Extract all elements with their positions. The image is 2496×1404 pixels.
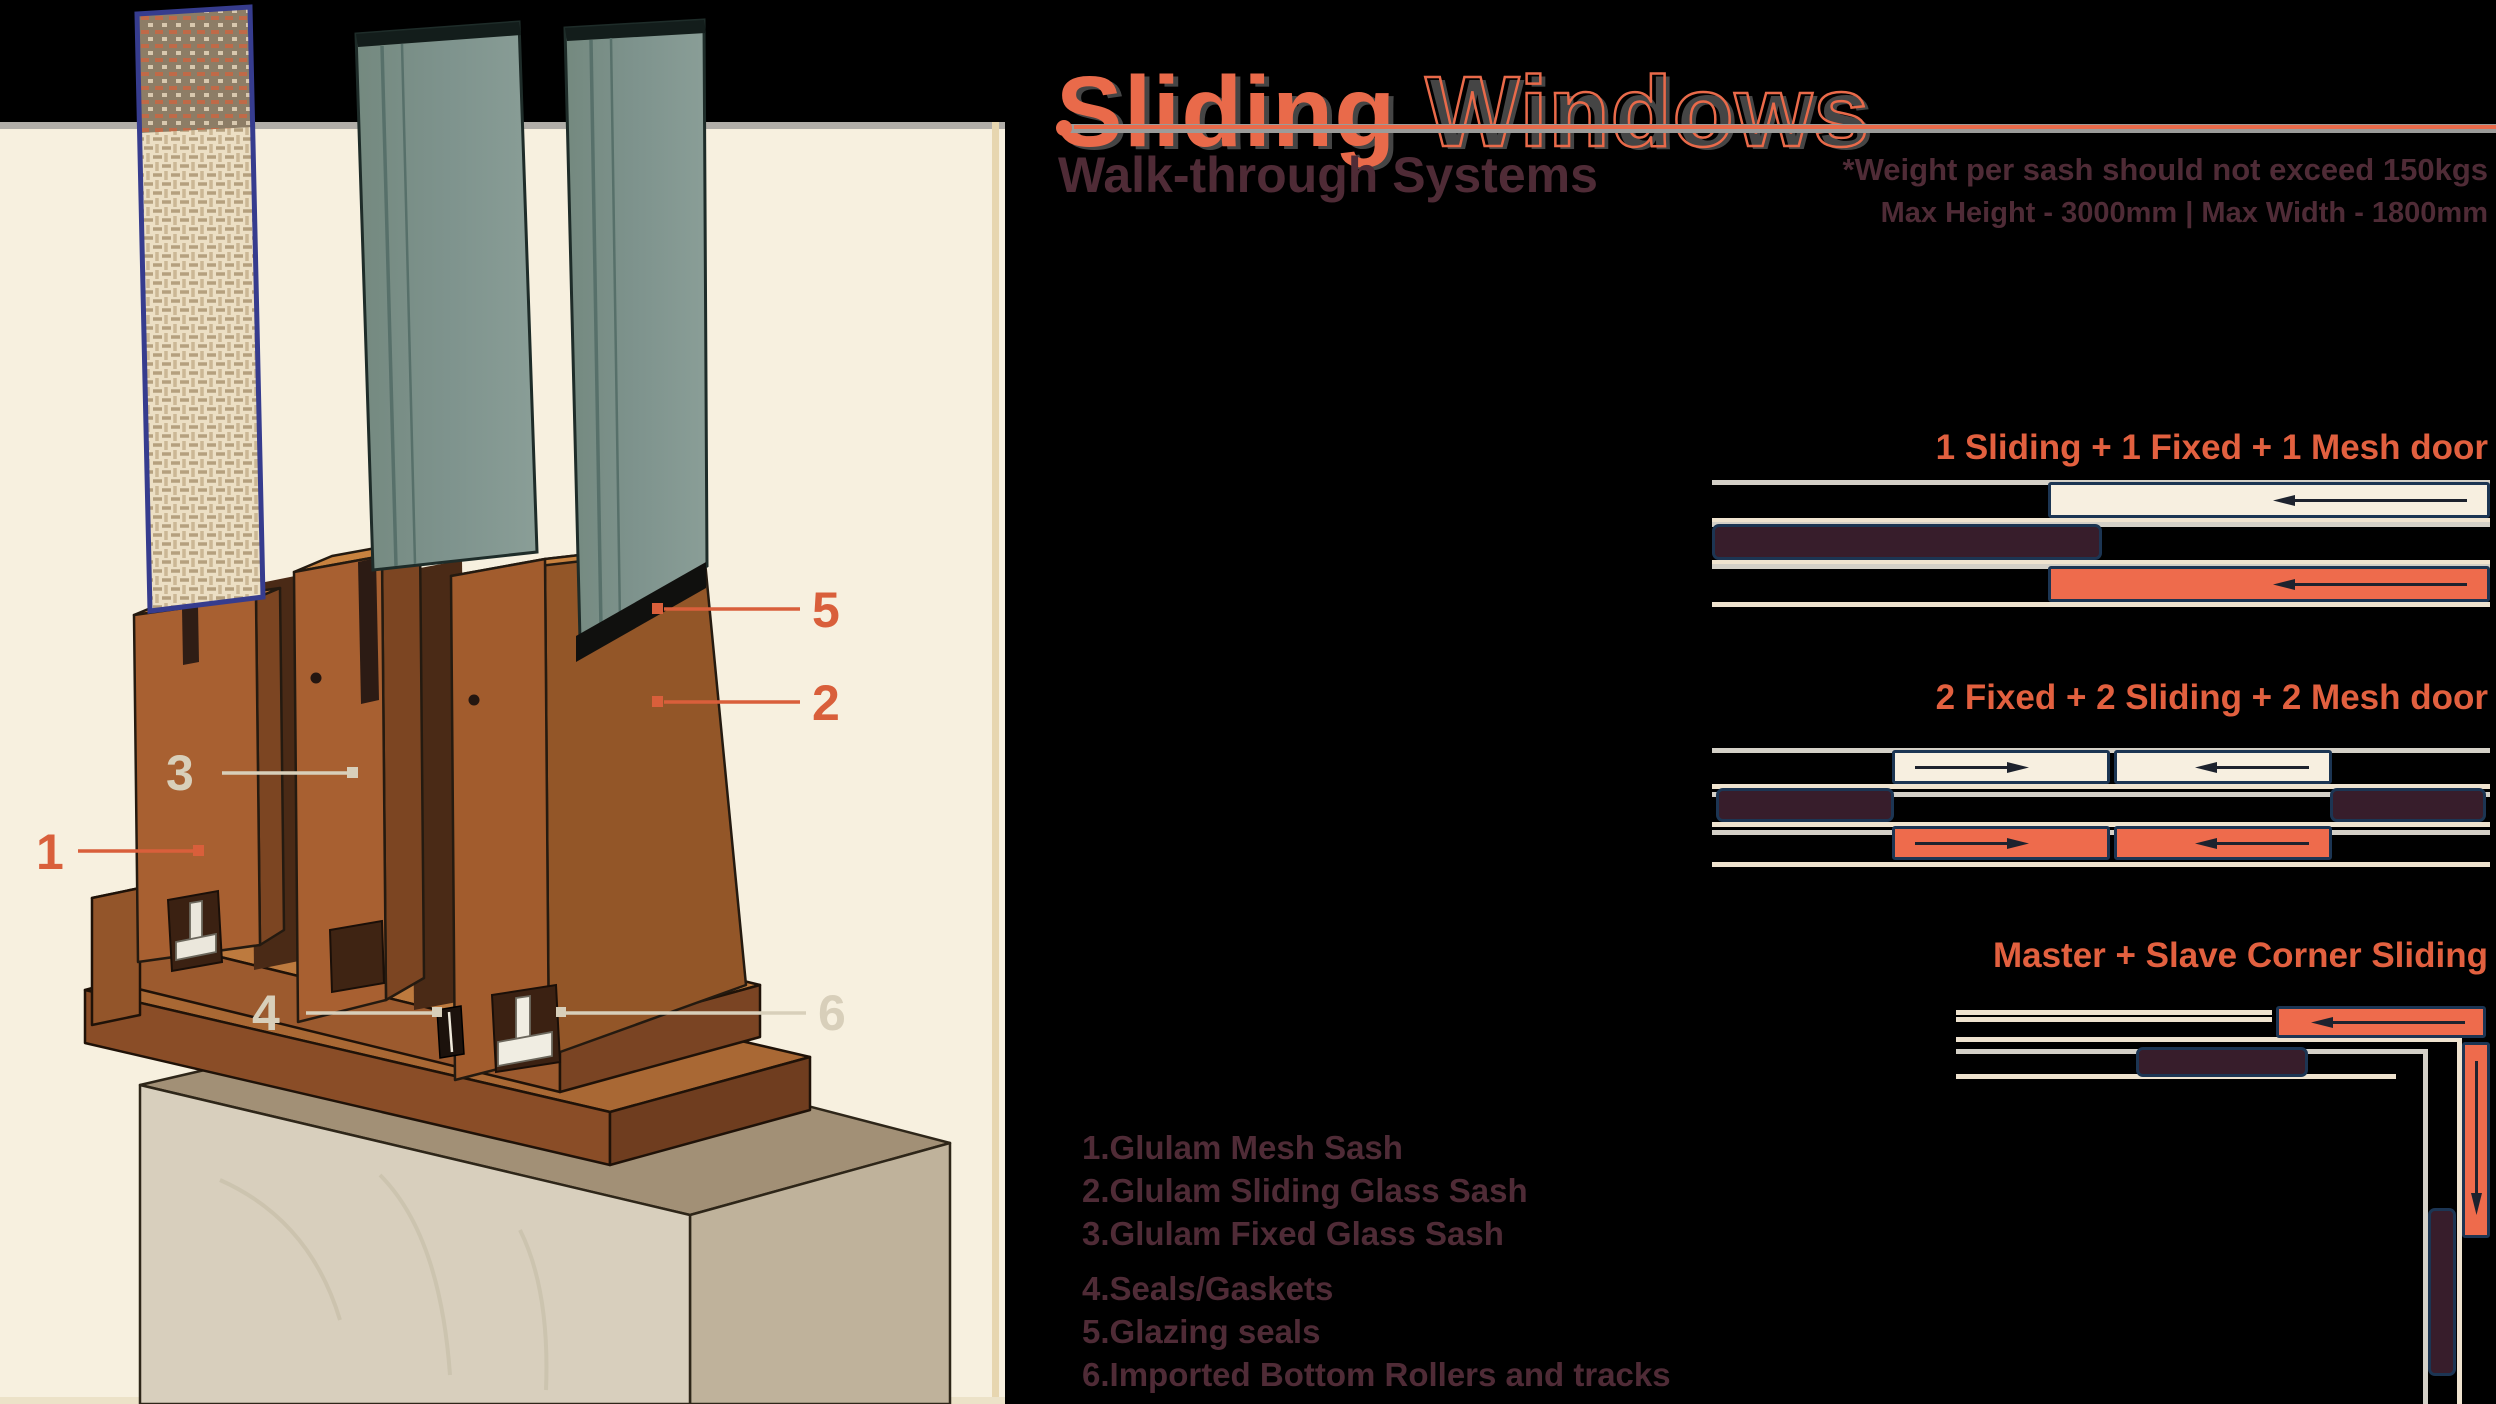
callout-2: 2 [652, 675, 840, 731]
glass-slot-middle [358, 558, 379, 704]
arrow-down-icon [2471, 1061, 2482, 1215]
title-divider-accent-line [1074, 125, 2496, 129]
spec-note: *Weight per sash should not exceed 150kg… [1843, 152, 2488, 230]
page-title-secondary: Windows [1396, 55, 1871, 170]
spec-note-weight: *Weight per sash should not exceed 150kg… [1842, 152, 2488, 187]
title-divider [1056, 120, 2496, 136]
callout-3-number: 3 [166, 745, 194, 801]
slave-sliding-sash-bar [2462, 1042, 2490, 1238]
sliding-sash-bar [2114, 826, 2332, 860]
master-sliding-sash-bar [2276, 1006, 2486, 1038]
callout-4-number: 4 [252, 985, 280, 1041]
mesh-sash [134, 4, 266, 614]
mesh-door-bar [1712, 524, 2102, 560]
legend-item-6: 6.Imported Bottom Rollers and tracks [1082, 1356, 1671, 1393]
callout-5-number: 5 [812, 582, 840, 638]
page-title: Sliding Windows [1056, 55, 1870, 170]
jamb-1-notch [166, 889, 224, 973]
callout-6-number: 6 [818, 985, 846, 1041]
title-divider-dot [1056, 120, 1072, 136]
glazing-seal [576, 562, 706, 662]
config-1-diagram [1712, 478, 2490, 610]
callout-2-number: 2 [812, 675, 840, 731]
fixed-sash-bar [1892, 750, 2110, 784]
screw-dot [468, 694, 480, 706]
concrete-texture [219, 1173, 549, 1391]
mesh-door-bar [2330, 788, 2486, 822]
callout-5: 5 [652, 582, 840, 638]
arrow-left-icon [2311, 1017, 2465, 1028]
gasket [436, 1005, 465, 1059]
roller-left [175, 899, 217, 962]
config-1-label: 1 Sliding + 1 Fixed + 1 Mesh door [1935, 428, 2488, 467]
arrow-left-icon [2195, 762, 2309, 773]
glass-pane-right [563, 18, 709, 643]
arrow-left-icon [2273, 495, 2467, 506]
config-3-label: Master + Slave Corner Sliding [1992, 936, 2488, 975]
mesh-door-bar [1716, 788, 1894, 822]
legend-item-2: 2.Glulam Sliding Glass Sash [1082, 1172, 1528, 1209]
window-cutaway-illustration: 1 2 3 4 5 6 [0, 4, 1005, 1404]
glass-pane-middle [354, 20, 539, 572]
arrow-left-icon [2273, 579, 2467, 590]
fixed-sash-bar [2114, 750, 2332, 784]
sill-left-block [90, 886, 162, 1027]
panel-right-border [992, 122, 999, 1404]
sliding-sash-bar [1892, 826, 2110, 860]
legend-item-1: 1.Glulam Mesh Sash [1082, 1129, 1403, 1166]
config-3-diagram [1956, 1000, 2490, 1404]
arrow-left-icon [2195, 838, 2309, 849]
callout-1-number: 1 [36, 824, 64, 880]
roller-right [497, 994, 553, 1068]
page-title-primary: Sliding [1056, 56, 1397, 168]
fixed-sash-bar [2048, 566, 2490, 602]
wood-jamb-3 [449, 539, 748, 1082]
screw-dot [310, 672, 322, 684]
sliding-sash-bar [2048, 482, 2490, 518]
callout-3: 3 [166, 745, 358, 801]
spec-note-dimensions: Max Height - 3000mm | Max Width - 1800mm [1880, 197, 2488, 229]
mesh-door-bar [2136, 1047, 2308, 1077]
mesh-door-bar [2428, 1208, 2456, 1376]
jamb-3-notch [490, 983, 562, 1074]
config-2-label: 2 Fixed + 2 Sliding + 2 Mesh door [1935, 678, 2488, 717]
legend-item-4: 4.Seals/Gaskets [1082, 1270, 1334, 1307]
callout-4: 4 [252, 985, 442, 1041]
page-subtitle: Walk-through Systems [1058, 147, 1598, 203]
callout-1: 1 [36, 824, 204, 880]
arrow-right-icon [1915, 762, 2029, 773]
jamb-2-notch [328, 919, 386, 994]
mesh-slot [182, 605, 199, 665]
arrow-right-icon [1915, 838, 2029, 849]
parts-legend: 1.Glulam Mesh Sash 2.Glulam Sliding Glas… [1082, 1126, 1671, 1396]
legend-item-3: 3.Glulam Fixed Glass Sash [1082, 1215, 1504, 1252]
callout-6: 6 [556, 985, 846, 1041]
legend-item-5: 5.Glazing seals [1082, 1313, 1321, 1350]
config-2-diagram [1712, 742, 2490, 870]
